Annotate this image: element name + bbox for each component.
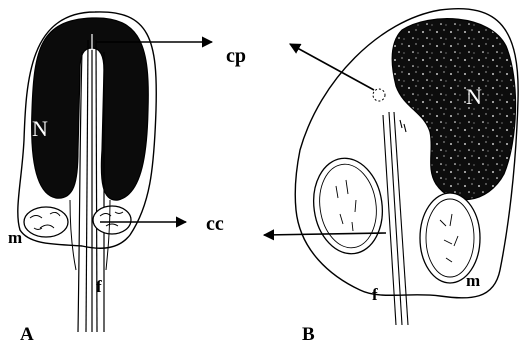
mito-label-b: m — [466, 271, 480, 290]
flagellum-b — [383, 112, 408, 325]
nucleus-label-a: N — [32, 116, 48, 141]
mitochondrion-a-left — [24, 207, 68, 237]
flagellum-label-b: f — [372, 285, 378, 304]
mitochondrion-b-left — [308, 154, 389, 259]
nucleus-a — [32, 18, 149, 200]
panel-a: N m f A — [8, 12, 156, 345]
nucleus-b — [392, 19, 515, 200]
mitochondrion-b-right — [420, 193, 480, 283]
callout-cp: cp — [226, 45, 246, 67]
mito-label-a: m — [8, 228, 22, 247]
nucleus-label-b: N — [466, 84, 482, 109]
panel-label-b: B — [302, 324, 315, 345]
centrosome-b — [373, 89, 385, 101]
flagellum-label-a: f — [96, 277, 102, 296]
mitochondrion-a-right — [93, 206, 131, 234]
callout-cc: cc — [206, 213, 224, 235]
panel-label-a: A — [20, 324, 34, 345]
panel-b: N m f B — [295, 9, 518, 345]
